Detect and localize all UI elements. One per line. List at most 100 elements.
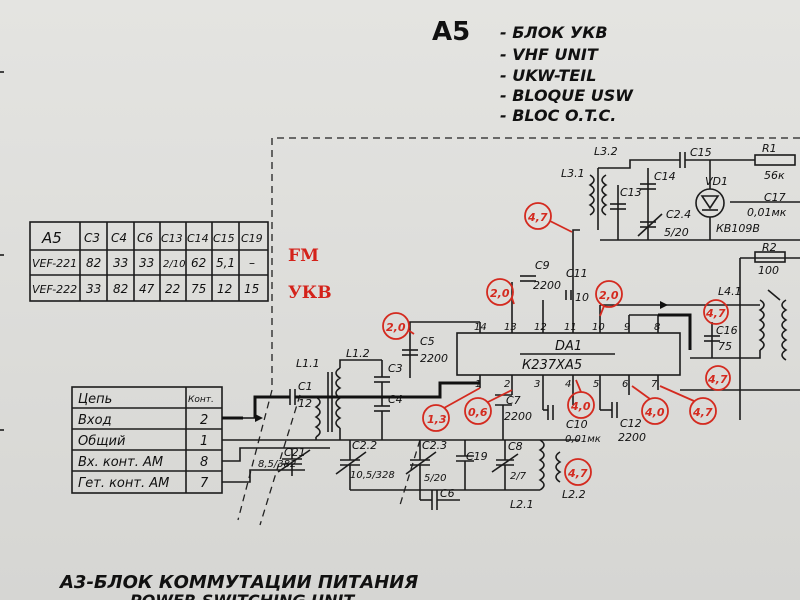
block-name-de: - UKW-TEIL: [500, 66, 596, 85]
capacitor-c7: C7 2200: [495, 394, 532, 440]
l31-label: L3.1: [561, 167, 585, 180]
vd1-label: VD1: [705, 175, 728, 188]
l21-label: L2.1: [510, 498, 534, 511]
vt-row1-c6: 33: [139, 256, 154, 270]
c8-label: C8: [508, 440, 523, 453]
vt-row1-c13: 2/10: [163, 259, 185, 270]
capacitor-c11: C11 10: [565, 267, 589, 304]
capacitor-c9: C9 2200: [511, 259, 561, 300]
c5-value: 2200: [420, 352, 448, 365]
pt-header-pin: Конт.: [188, 395, 214, 405]
block-name-ru: - БЛОК УКВ: [500, 23, 608, 42]
c23-label: C2.3: [422, 439, 447, 452]
c24-value: 5/20: [664, 226, 689, 239]
block-name-es: - BLOQUE USW: [500, 86, 634, 105]
pt-header-circuit: Цепь: [78, 392, 112, 407]
vt-row2-c15: 12: [217, 282, 232, 296]
pt-row-am-osc-pin: 7: [200, 476, 209, 491]
c24-label: C2.4: [666, 208, 691, 221]
voltage-12: 4,7: [567, 467, 588, 480]
capacitor-c5: C5 2200: [402, 321, 480, 378]
vt-row2-c6: 47: [139, 282, 155, 296]
vt-header-c13: C13: [161, 232, 183, 245]
varicap-section: C15 R1 56к VD1 КВ109В C17 0,01мк: [679, 142, 800, 240]
voltage-10: 4,0: [644, 406, 665, 419]
vt-header-c4: C4: [111, 231, 127, 245]
pin-table: Цепь Конт. Вход 2 Общий 1 Вх. конт. АМ 8…: [71, 386, 223, 494]
c9-label: C9: [535, 259, 550, 272]
unit-boundary: [237, 137, 800, 526]
c3-label: C3: [388, 362, 403, 375]
voltage-2: 2,0: [490, 287, 510, 300]
vt-row1-model: VEF-221: [32, 257, 77, 270]
band-label-ukv: УКВ: [288, 283, 332, 303]
block-id: A5: [432, 17, 470, 47]
vt-row2-c13: 22: [165, 282, 180, 296]
pin-2: 2: [504, 379, 510, 390]
l11-label: L1.1: [296, 357, 320, 370]
vt-row2-c14: 75: [191, 282, 206, 296]
r1-value: 56к: [764, 169, 785, 182]
vt-row1-c4: 33: [113, 256, 128, 270]
c1-label: C1: [298, 380, 313, 393]
capacitor-c8: C8 2/7: [491, 440, 527, 490]
vt-header-c15: C15: [213, 232, 235, 245]
pt-row-am-input: Вх. конт. АМ: [78, 455, 163, 470]
vt-row1-c3: 82: [86, 256, 101, 270]
c6-label: C6: [440, 487, 455, 500]
l22-label: L2.2: [562, 488, 586, 501]
c17-value: 0,01мк: [747, 206, 787, 219]
l12-label: L1.2: [346, 347, 370, 360]
l32-label: L3.2: [594, 145, 618, 158]
c5-label: C5: [420, 335, 435, 348]
vt-header-c3: C3: [84, 231, 100, 245]
c13-label: C13: [620, 186, 642, 199]
r1-label: R1: [762, 142, 777, 155]
vt-header-c14: C14: [187, 232, 209, 245]
c11-label: C11: [566, 267, 588, 280]
voltage-7: 1,3: [427, 413, 447, 426]
pin-8: 8: [654, 322, 660, 333]
variant-table: A5 C3 C4 C6 C13 C14 C15 C19 VEF-221 82 3…: [29, 221, 269, 302]
pt-row-common: Общий: [78, 434, 125, 449]
pin-6: 6: [622, 379, 628, 390]
voltage-1: 4,7: [527, 211, 548, 224]
vt-header-a5: A5: [41, 229, 62, 247]
band-label-fm: FM: [288, 246, 319, 266]
resistor-r2: R2 100: [739, 241, 800, 420]
vt-row2-c3: 33: [86, 282, 101, 296]
capacitor-c19: C19: [456, 440, 488, 490]
capacitor-c10: C10 0,01мк: [543, 405, 601, 445]
capacitor-c22: C2.2 10,5/328: [335, 439, 395, 490]
c22-label: C2.2: [352, 439, 377, 452]
c11-value: 10: [575, 291, 589, 304]
coil-l1: L1.1 L1.2: [296, 347, 382, 440]
pin-12: 12: [534, 322, 547, 333]
voltage-8: 0,6: [468, 406, 488, 419]
vd1-part: КВ109В: [716, 222, 760, 235]
voltage-9: 4,0: [570, 400, 591, 413]
c10-value: 0,01мк: [565, 434, 601, 445]
vt-row2-c19: 15: [244, 282, 259, 296]
voltage-11: 4,7: [692, 406, 713, 419]
pin-11: 11: [564, 322, 577, 333]
c15-label: C15: [690, 146, 712, 159]
r2-label: R2: [762, 241, 777, 254]
block-name-en: - VHF UNIT: [500, 45, 599, 64]
vt-row1-c19: –: [249, 256, 255, 270]
r2-value: 100: [758, 264, 779, 277]
c23-value: 5/20: [424, 473, 446, 484]
c7-label: C7: [506, 394, 521, 407]
voltage-5: 4,7: [705, 307, 726, 320]
c12-value: 2200: [618, 431, 646, 444]
capacitor-c23: C2.3 5/20: [405, 439, 447, 500]
pt-row-input: Вход: [78, 413, 112, 428]
c14-label: C14: [654, 170, 676, 183]
ic-part: К237ХА5: [522, 358, 582, 373]
vt-row1-c14: 62: [191, 256, 206, 270]
pt-row-input-pin: 2: [200, 413, 208, 428]
c17-label: C17: [764, 191, 786, 204]
ic-top-pins: 14 13 12 11 10 9 8: [474, 290, 660, 333]
